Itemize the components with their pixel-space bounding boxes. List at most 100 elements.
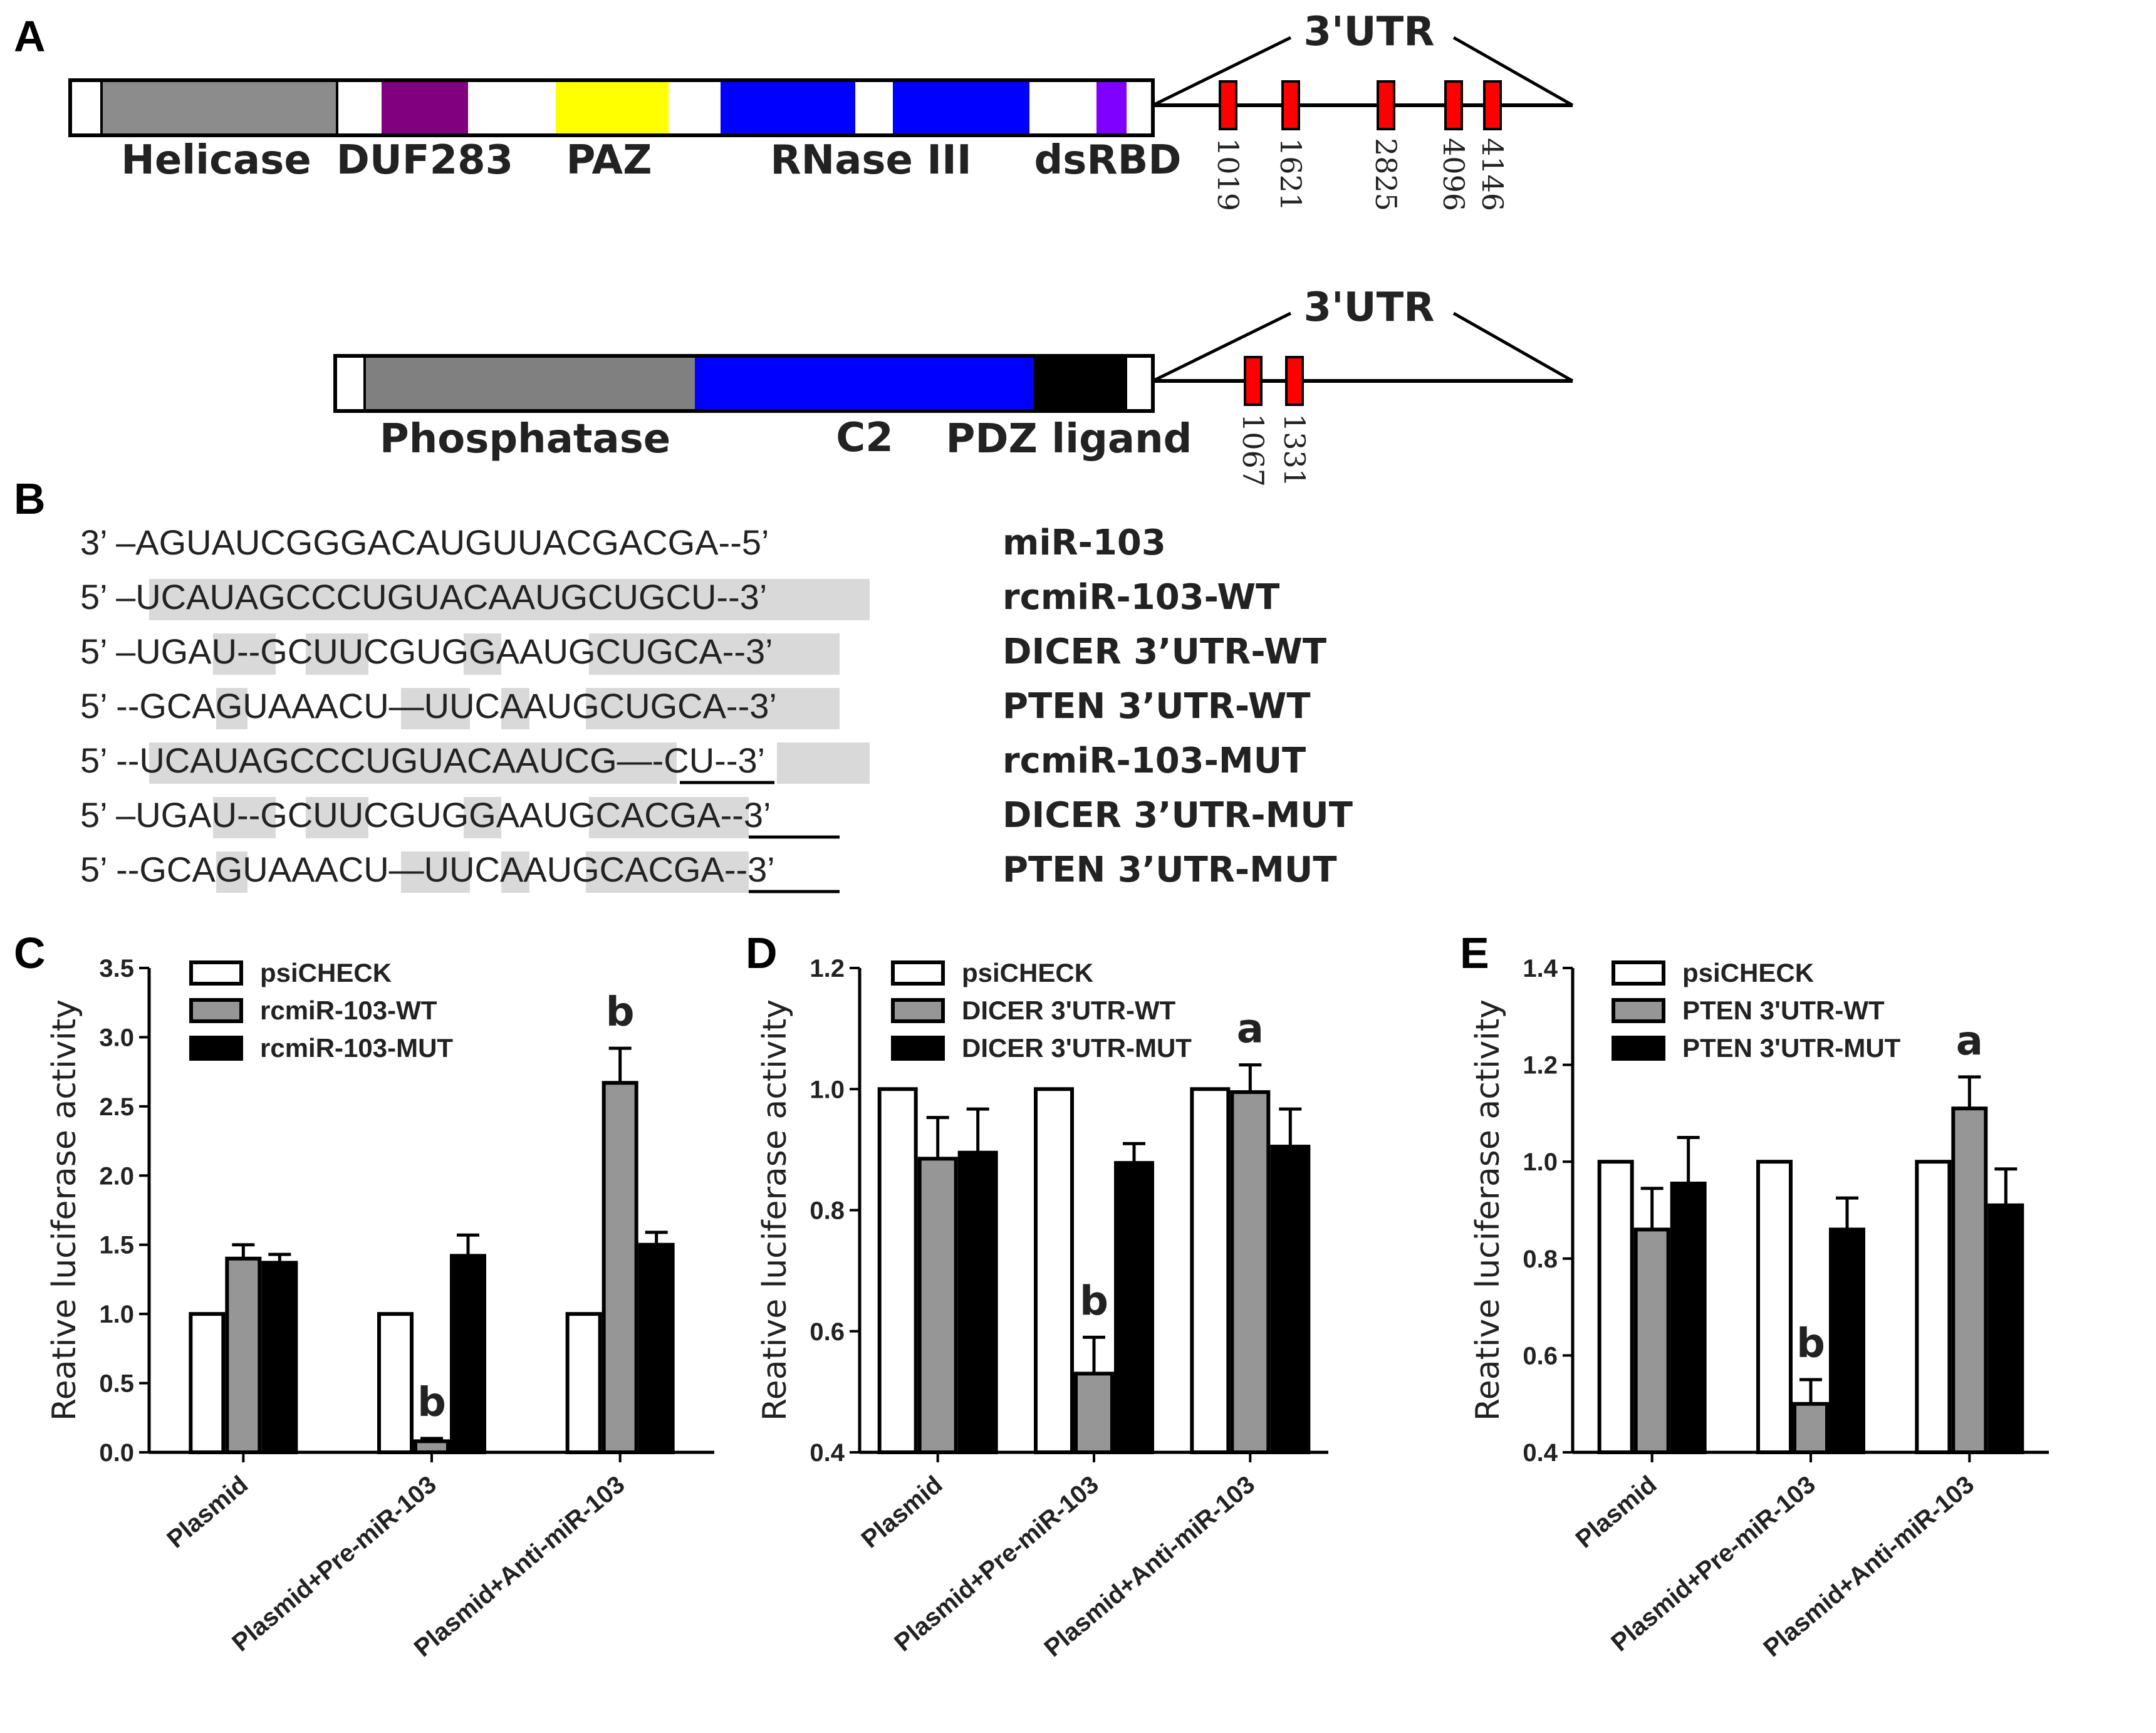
dicer-label-duf283: DUF283 [336, 137, 513, 184]
legend-label: psiCHECK [260, 958, 392, 987]
bar [601, 1081, 638, 1454]
sequence-name-6: DICER 3’UTR-MUT [1002, 795, 1353, 836]
legend-swatch [189, 960, 243, 986]
panel-letter-a: A [14, 12, 46, 61]
dicer-label-paz: PAZ [566, 137, 652, 184]
legend-swatch [1612, 960, 1665, 986]
pten-utr-site-marker [1285, 356, 1304, 406]
significance-label: b [1080, 1278, 1108, 1324]
sequence-match-highlight [586, 851, 749, 893]
sequence-name-2: rcmiR-103-WT [1002, 577, 1279, 618]
legend-swatch [189, 998, 243, 1023]
panel-letter-e: E [1460, 929, 1489, 977]
bar [1670, 1181, 1707, 1454]
sequence-name-3: DICER 3’UTR-WT [1002, 632, 1326, 672]
pten-utr-site-label: 1067 [1236, 414, 1270, 487]
dicer-label-rnase-iii: RNase III [770, 137, 971, 184]
dicer-domain-dsrbd [1096, 82, 1127, 133]
dicer-domain-helicase [102, 82, 337, 133]
pten-domain-c2 [695, 358, 1033, 409]
sequence-match-highlight [464, 633, 501, 675]
dicer-label-dsrbd: dsRBD [1034, 137, 1181, 184]
legend-swatch [1612, 998, 1665, 1023]
significance-label: a [1237, 1006, 1264, 1053]
pten-utr-site-marker [1244, 356, 1263, 406]
legend-label: PTEN 3'UTR-WT [1682, 996, 1885, 1025]
bar [1597, 1160, 1634, 1454]
sequence-match-highlight [589, 797, 749, 838]
panel-letter-d: D [746, 929, 778, 977]
sequence-row-1: 3’ –AGUAUCGGGACAUGUUACGACGA--5’ [80, 523, 769, 562]
legend-label: rcmiR-103-MUT [260, 1033, 453, 1063]
bar [1270, 1145, 1311, 1454]
legend-label: rcmiR-103-WT [260, 996, 437, 1025]
y-axis-label: Reative luciferase activity [46, 999, 83, 1421]
sequence-highlights [149, 579, 870, 893]
pten-label-pdz-ligand: PDZ ligand [946, 416, 1192, 462]
sequence-row-4: 5’ --GCAGUAAACU—UUCAAUGCUGCA--3’ [80, 686, 777, 726]
bar [1114, 1161, 1154, 1454]
y-tick-label: 1.0 [99, 1301, 134, 1328]
pten-utr-bracket-right [1452, 311, 1574, 383]
dicer-domain-rnase-iii-b [893, 82, 1029, 133]
dicer-utr-site-marker [1377, 80, 1395, 130]
x-tick-label: Plasmid [1571, 1470, 1662, 1553]
bar [1829, 1227, 1865, 1455]
y-tick-label: 0.4 [810, 1439, 845, 1467]
y-tick-label: 1.2 [1523, 1052, 1558, 1080]
x-tick-label: Plasmid+Pre-miR-103 [227, 1470, 442, 1657]
dicer-utr-bracket-right [1452, 36, 1574, 107]
sequence-match-highlight [501, 688, 529, 729]
bar [638, 1242, 675, 1454]
dicer-utr-site-label: 1621 [1274, 138, 1308, 211]
sequence-match-highlight [149, 579, 870, 620]
dicer-utr-site-marker [1281, 80, 1300, 130]
y-axis-label: Reative luciferase activity [756, 999, 794, 1421]
bar [377, 1312, 414, 1454]
bar [1793, 1402, 1829, 1454]
sequence-match-highlight [149, 742, 677, 784]
sequence-match-highlight [501, 851, 529, 893]
significance-label: b [606, 989, 635, 1036]
y-tick-label: 2.5 [99, 1093, 134, 1121]
sequence-row-3: 5’ –UGAU--GCUUCGUGGAAUGCUGCA--3’ [80, 632, 773, 671]
sequence-match-highlight [306, 633, 368, 675]
sequence-match-highlight [213, 797, 276, 838]
legend-label: PTEN 3'UTR-MUT [1682, 1033, 1901, 1063]
pten-utr-bracket [1152, 311, 1292, 383]
panel-letter-c: C [14, 929, 46, 977]
y-tick-label: 1.5 [99, 1232, 134, 1259]
sequence-match-highlight [213, 633, 276, 675]
y-tick-label: 0.6 [810, 1318, 845, 1346]
sequence-match-highlight [306, 797, 368, 838]
significance-label: b [1796, 1321, 1825, 1367]
dicer-utr-site-label: 4096 [1437, 138, 1471, 211]
x-tick-label: Plasmid [162, 1470, 253, 1553]
bar [1987, 1203, 2024, 1455]
dicer-utr-site-marker [1444, 80, 1463, 130]
pten-domain-phosphatase [365, 358, 695, 409]
dicer-domain-duf283 [382, 82, 468, 133]
legend-swatch [891, 998, 945, 1023]
pten-label-c2: C2 [836, 415, 893, 461]
bar [1951, 1106, 1988, 1455]
bar [1034, 1087, 1074, 1454]
sequence-row-2: 5’ –UCAUAGCCCUGUACAAUGCUGCU--3’ [80, 577, 767, 617]
pten-label-phosphatase: Phosphatase [380, 416, 670, 462]
significance-label: b [417, 1380, 446, 1426]
sequence-match-highlight [216, 851, 247, 893]
y-tick-label: 1.0 [1523, 1148, 1558, 1176]
dicer-domain-rnase-iii-a [721, 82, 855, 133]
bar [261, 1261, 298, 1454]
y-tick-label: 0.8 [810, 1197, 845, 1225]
pten-utr-title: 3'UTR [1303, 284, 1434, 331]
dicer-diagram: Helicase DUF283 PAZ RNase III dsRBD 3'UT… [68, 9, 1574, 211]
dicer-utr-site-label: 4146 [1476, 138, 1509, 211]
sequence-match-highlight [401, 851, 470, 893]
legend-label: DICER 3'UTR-WT [962, 996, 1176, 1025]
bar [225, 1256, 262, 1455]
